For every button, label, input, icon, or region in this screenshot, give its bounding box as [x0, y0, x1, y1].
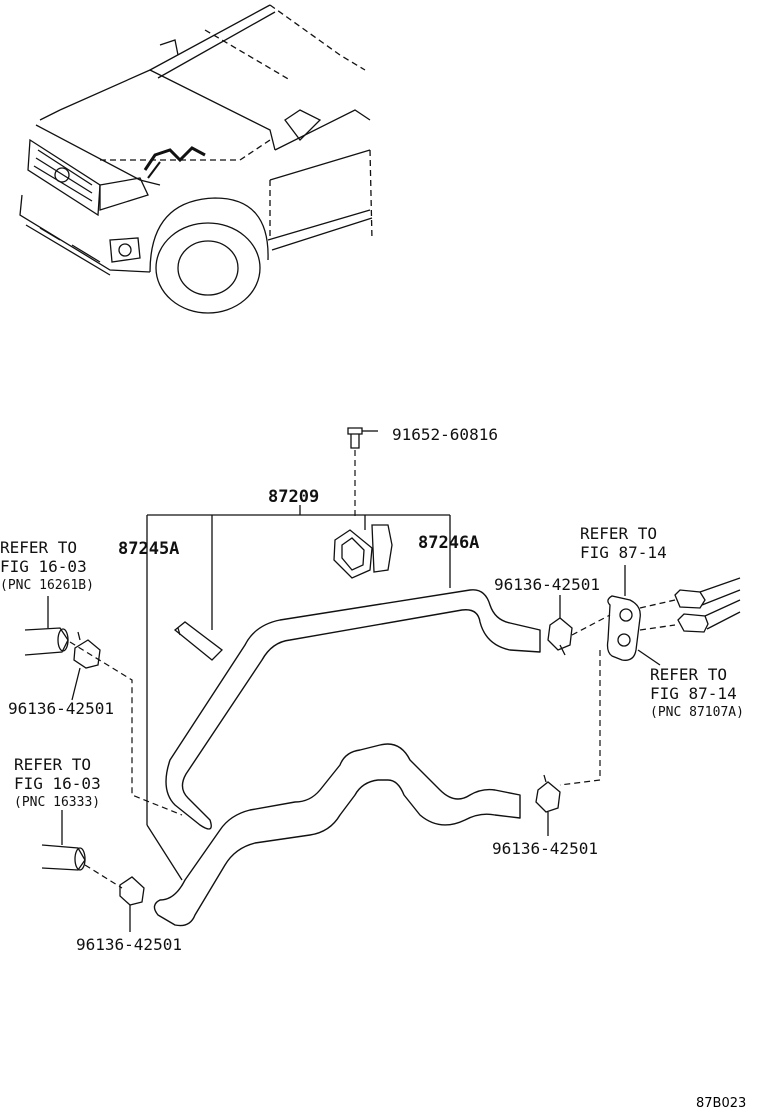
ref-right-lower-line3: (PNC 87107A)	[650, 705, 744, 720]
bolt-part	[347, 427, 378, 520]
ref-left-lower-line3: (PNC 16333)	[14, 795, 100, 810]
label-hose-a: 87245A	[118, 539, 179, 559]
dash-clamp-to-connector	[571, 614, 611, 636]
right-connector	[559, 565, 741, 786]
label-clamp-upper-right: 96136-42501	[494, 575, 600, 594]
label-clamp-left: 96136-42501	[8, 699, 114, 718]
assembly-bracket-lines	[146, 505, 451, 881]
ref-right-lower: REFER TO FIG 87-14 (PNC 87107A)	[650, 665, 744, 720]
hose-87246a	[165, 589, 541, 830]
ref-left-upper: REFER TO FIG 16-03 (PNC 16261B)	[0, 538, 94, 593]
clamp-bottom	[119, 876, 145, 932]
ref-right-upper-line2: FIG 87-14	[580, 543, 667, 562]
ref-left-lower-line1: REFER TO	[14, 755, 91, 774]
left-pipe-upper	[24, 596, 183, 816]
label-hose-b: 87246A	[418, 533, 479, 553]
clamp-left	[71, 631, 101, 701]
ref-left-lower: REFER TO FIG 16-03 (PNC 16333)	[14, 755, 101, 810]
label-hose-assy: 87209	[268, 487, 319, 507]
ref-left-upper-line3: (PNC 16261B)	[0, 578, 94, 593]
label-clamp-lower-right: 96136-42501	[492, 839, 598, 858]
figure-code: 87B023	[696, 1096, 746, 1111]
ref-left-lower-line2: FIG 16-03	[14, 774, 101, 793]
ref-right-upper: REFER TO FIG 87-14	[580, 524, 667, 562]
hose-clip-bracket	[333, 524, 393, 579]
ref-left-upper-line1: REFER TO	[0, 538, 77, 557]
clamp-lower-right	[535, 774, 561, 836]
ref-right-lower-line1: REFER TO	[650, 665, 727, 684]
vehicle-illustration	[19, 4, 373, 314]
clamp-upper-right	[547, 595, 573, 656]
ref-right-upper-line1: REFER TO	[580, 524, 657, 543]
ref-right-lower-line2: FIG 87-14	[650, 684, 737, 703]
ref-left-upper-line2: FIG 16-03	[0, 557, 87, 576]
small-pipe	[173, 621, 223, 661]
hose-87245a	[153, 743, 521, 927]
label-bolt: 91652-60816	[392, 425, 498, 444]
left-pipe-lower	[41, 810, 123, 889]
label-clamp-bottom: 96136-42501	[76, 935, 182, 954]
